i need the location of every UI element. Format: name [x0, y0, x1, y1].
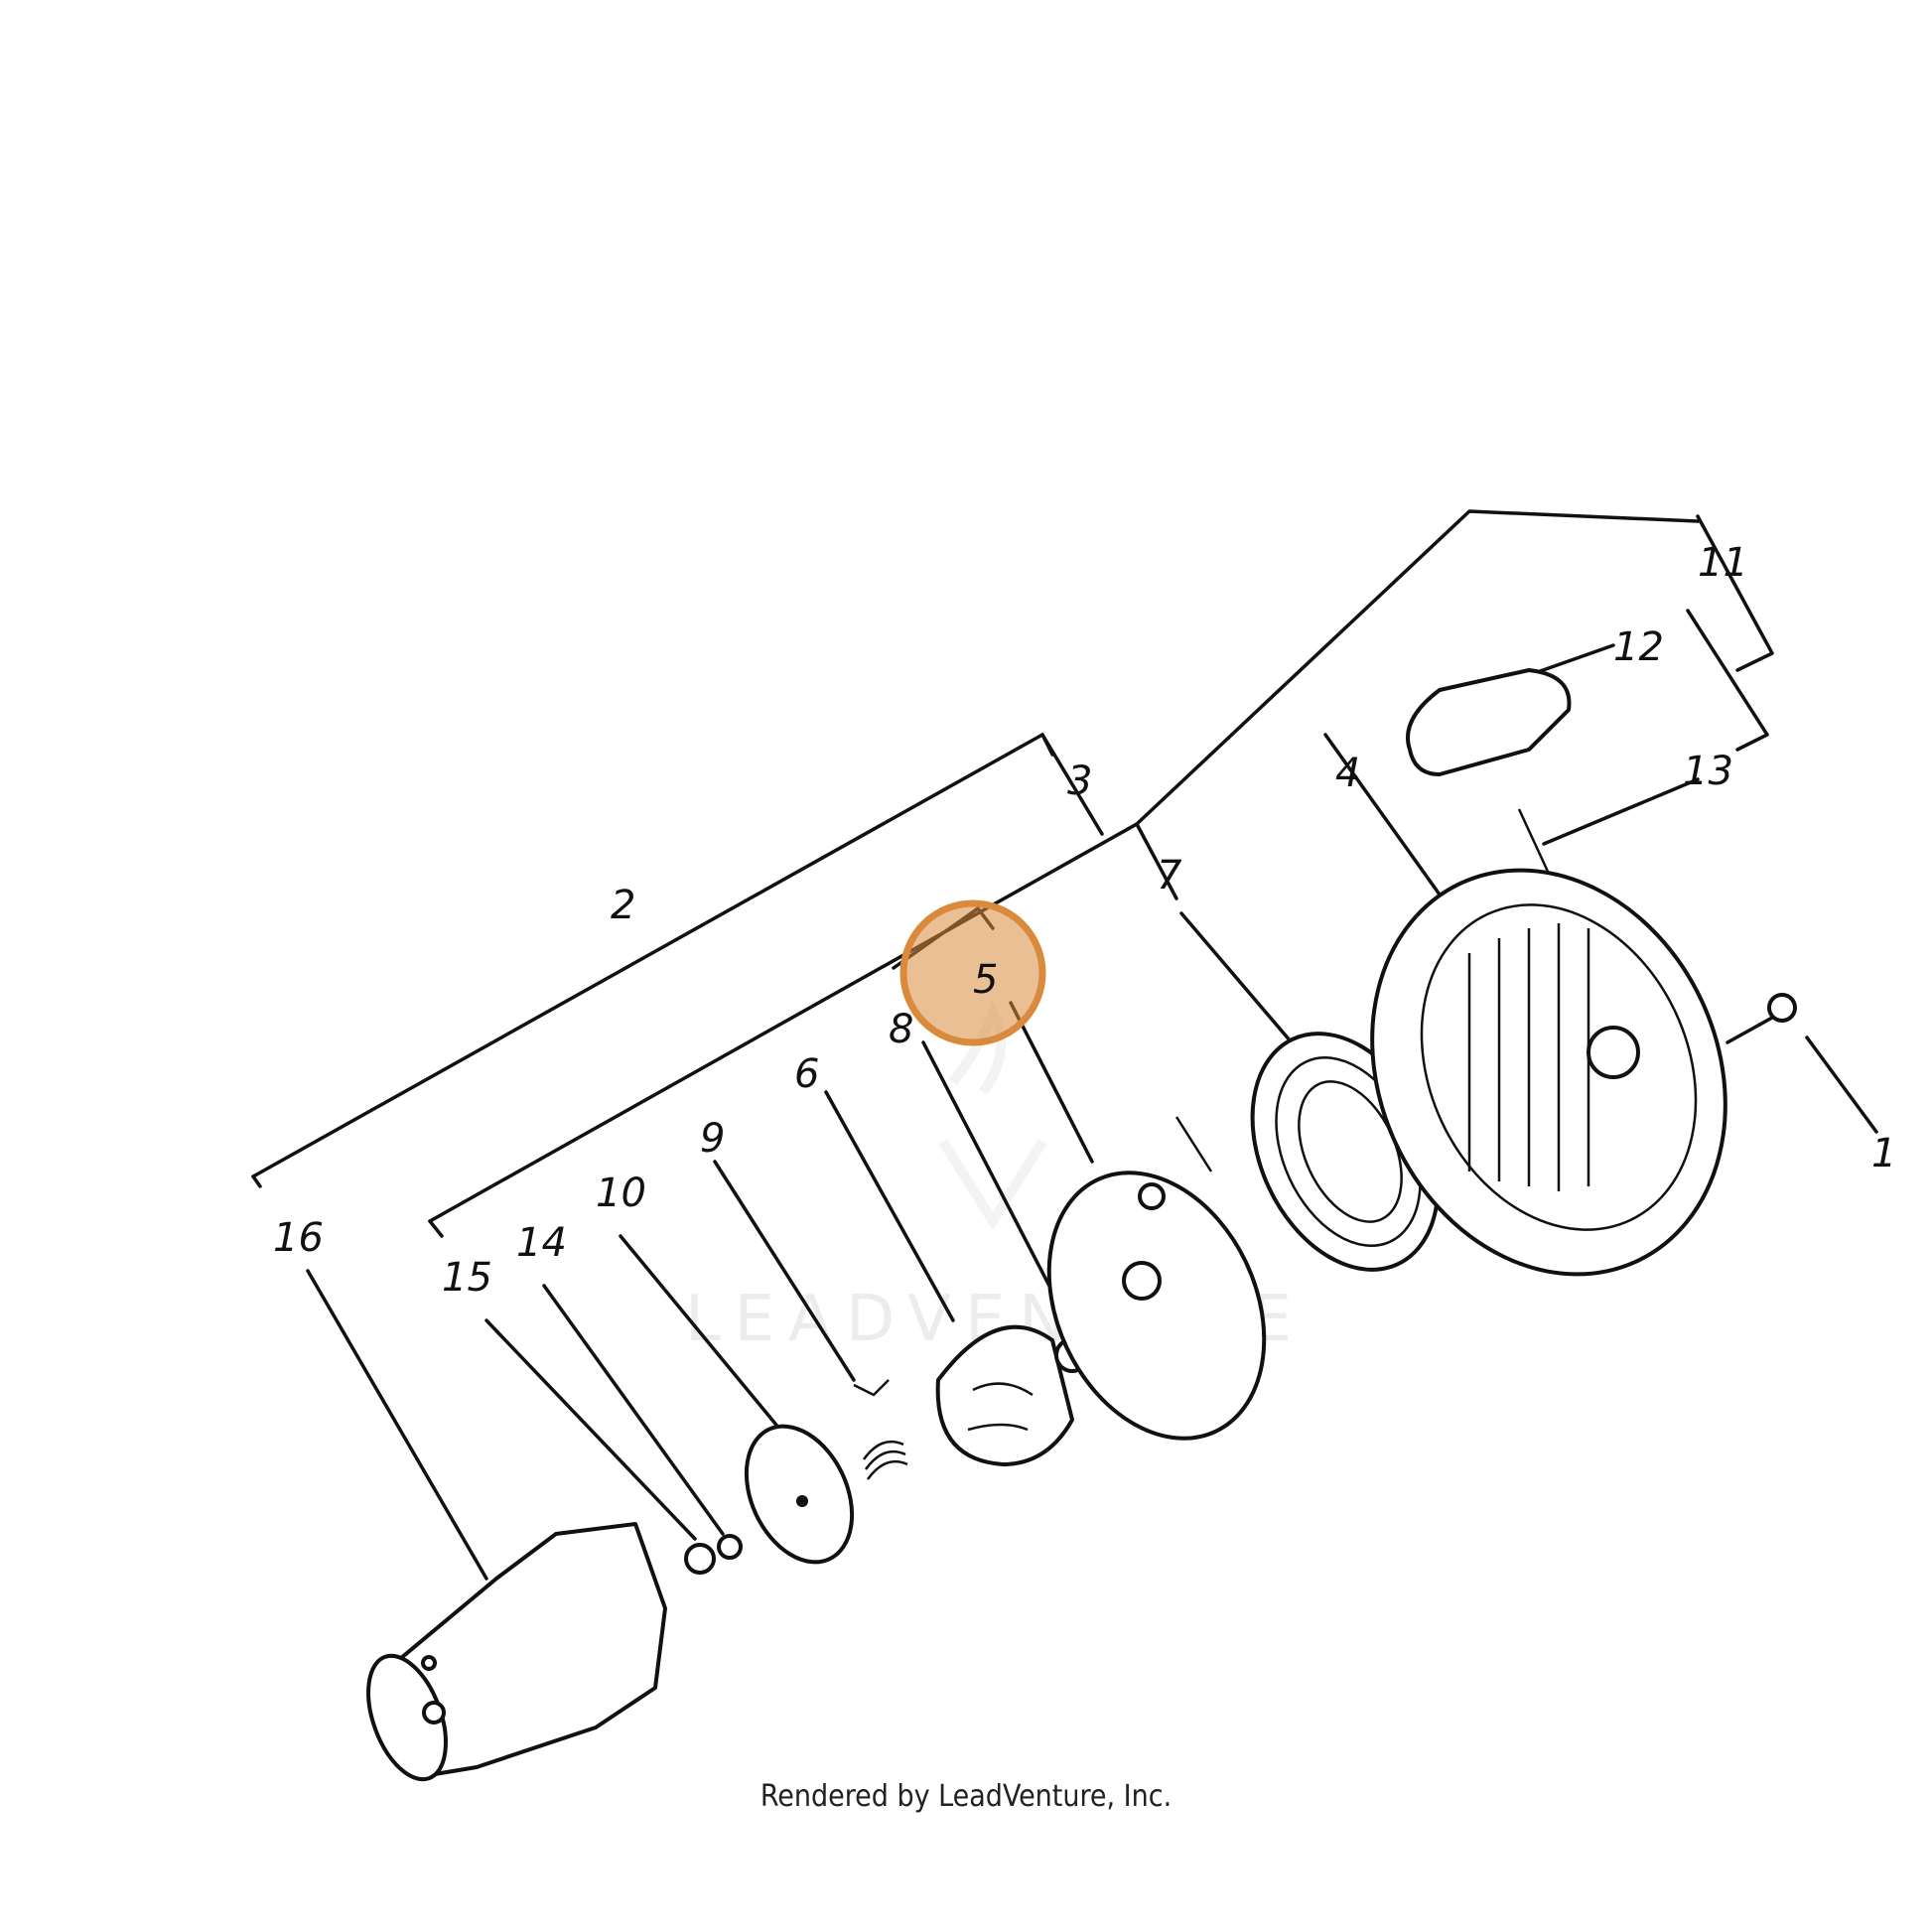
- callout-7[interactable]: 7: [1157, 853, 1182, 898]
- callout-3[interactable]: 3: [1067, 759, 1092, 804]
- callout-11[interactable]: 11: [1698, 540, 1748, 586]
- callout-6[interactable]: 6: [794, 1051, 819, 1097]
- callout-15[interactable]: 15: [442, 1255, 492, 1301]
- part-6-dog: [935, 1324, 1074, 1466]
- callout-8[interactable]: 8: [889, 1007, 913, 1052]
- part-9-spring: [853, 1379, 908, 1480]
- render-credit: Rendered by LeadVenture, Inc.: [759, 1779, 1173, 1814]
- callout-2[interactable]: 2: [611, 883, 635, 928]
- callout-14[interactable]: 14: [516, 1220, 567, 1266]
- callout-4[interactable]: 4: [1335, 751, 1360, 796]
- part-4-housing: [1370, 868, 1727, 1277]
- part-1-bolt: [1725, 993, 1797, 1044]
- callout-labels: 1 2 3 4 5 6 7 8 9 10 11 12 13 14 15 16: [273, 540, 1896, 1301]
- part-15-14-washers: [684, 1534, 743, 1575]
- callout-16[interactable]: 16: [273, 1215, 324, 1261]
- callout-10[interactable]: 10: [596, 1171, 646, 1216]
- part-16-pulley-cup: [366, 1522, 667, 1782]
- selected-part-highlight[interactable]: [899, 899, 1046, 1046]
- bracket-lines: [251, 509, 1774, 1238]
- callout-12[interactable]: 12: [1613, 624, 1664, 670]
- callout-13[interactable]: 13: [1683, 749, 1733, 794]
- part-12-handle: [1406, 668, 1572, 875]
- part-10-plate: [744, 1424, 855, 1565]
- callout-9[interactable]: 9: [700, 1116, 725, 1162]
- part-5-pulley: [1046, 1116, 1267, 1441]
- callout-5[interactable]: 5: [973, 957, 998, 1003]
- leader-lines: [306, 911, 1878, 1581]
- callout-1[interactable]: 1: [1871, 1131, 1896, 1176]
